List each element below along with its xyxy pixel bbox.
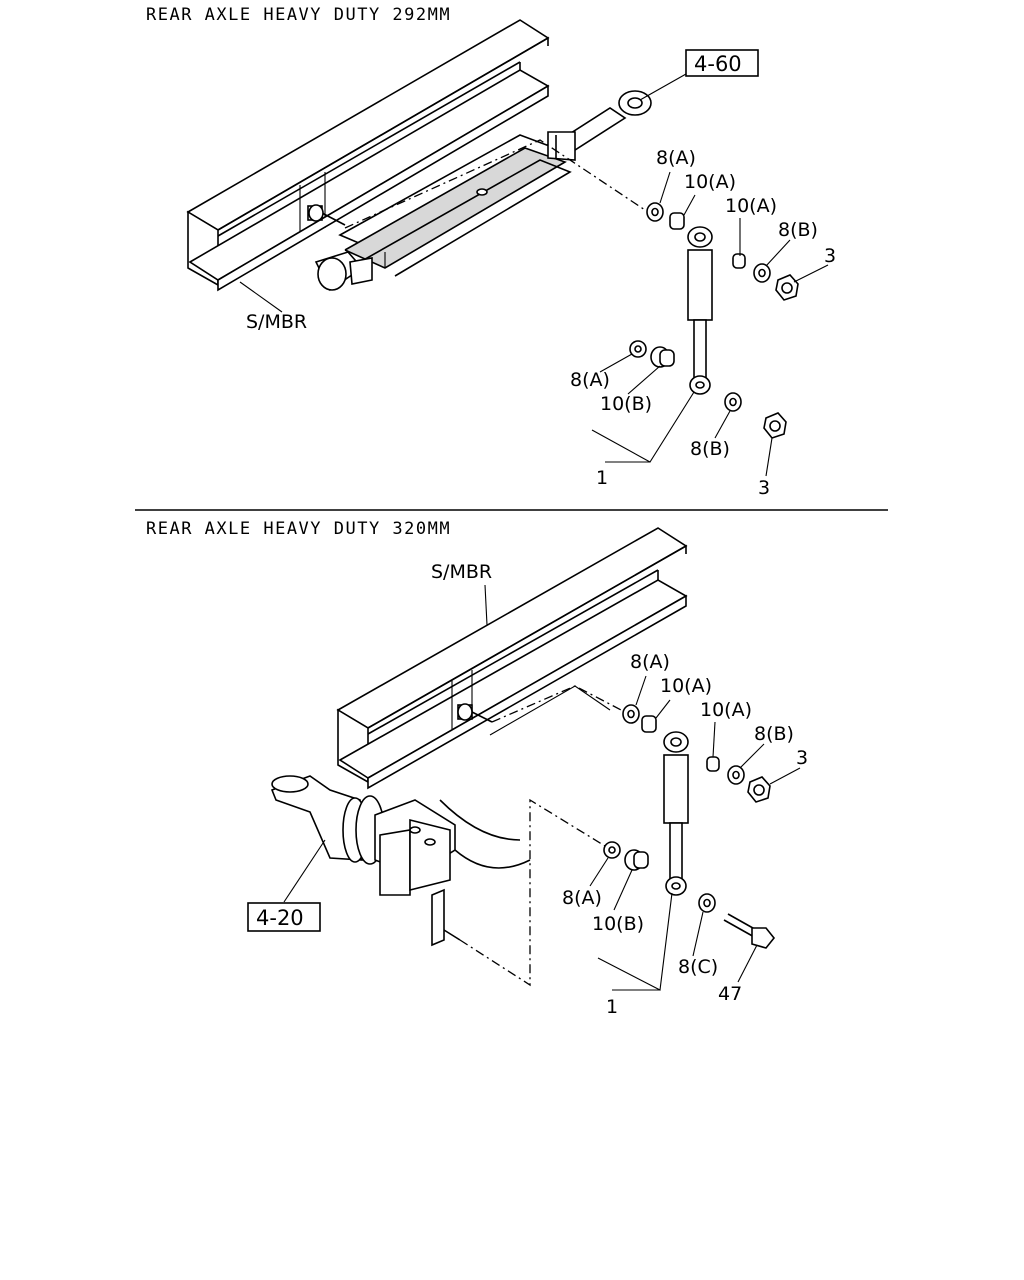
leader-dash-upper bbox=[491, 685, 626, 723]
leader-lines bbox=[239, 73, 829, 477]
callout-3-upper: 3 bbox=[796, 747, 808, 769]
callout-8a-upper: 8(A) bbox=[656, 147, 696, 169]
upper-hardware bbox=[646, 202, 799, 301]
section-320mm: REAR AXLE HEAVY DUTY 320MM bbox=[146, 519, 808, 1018]
lower-hardware bbox=[629, 340, 787, 439]
ref-box-frame bbox=[247, 902, 321, 932]
member-label: S/MBR bbox=[431, 561, 492, 583]
callout-10b-lower: 10(B) bbox=[592, 913, 644, 935]
leader-dash bbox=[344, 139, 646, 229]
ref-box[interactable]: 4-20 bbox=[256, 906, 304, 930]
callout-8b-upper: 8(B) bbox=[778, 219, 818, 241]
callout-10a-upper-right: 10(A) bbox=[700, 699, 752, 721]
leader-dash bbox=[459, 798, 606, 987]
upper-hardware bbox=[622, 704, 771, 803]
leader-lines bbox=[283, 584, 801, 991]
callout-10a-upper-right: 10(A) bbox=[725, 195, 777, 217]
side-member bbox=[186, 19, 550, 292]
callout-10a-upper-left: 10(A) bbox=[660, 675, 712, 697]
member-label: S/MBR bbox=[246, 311, 307, 333]
lower-hardware bbox=[603, 841, 776, 949]
callout-8a-upper: 8(A) bbox=[630, 651, 670, 673]
callout-3-lower: 3 bbox=[758, 477, 770, 499]
ref-box-frame bbox=[685, 49, 759, 77]
callout-8b-lower: 8(B) bbox=[690, 438, 730, 460]
callout-8a-lower: 8(A) bbox=[562, 887, 602, 909]
shock-absorber bbox=[663, 731, 689, 896]
callout-10b-lower: 10(B) bbox=[600, 393, 652, 415]
leaf-spring bbox=[314, 90, 652, 292]
section-292mm: REAR AXLE HEAVY DUTY 292MM bbox=[146, 5, 836, 499]
ref-box[interactable]: 4-60 bbox=[694, 52, 742, 76]
callout-10a-upper-left: 10(A) bbox=[684, 171, 736, 193]
callout-3-upper: 3 bbox=[824, 245, 836, 267]
frame-bracket bbox=[457, 703, 493, 723]
callout-8c-lower: 8(C) bbox=[678, 956, 718, 978]
callout-8a-lower: 8(A) bbox=[570, 369, 610, 391]
shock-absorber bbox=[687, 226, 713, 395]
callout-1: 1 bbox=[606, 996, 618, 1018]
axle-housing bbox=[270, 775, 531, 947]
callout-8b-upper: 8(B) bbox=[754, 723, 794, 745]
section-title: REAR AXLE HEAVY DUTY 320MM bbox=[146, 519, 451, 539]
callout-1: 1 bbox=[596, 467, 608, 489]
callout-47: 47 bbox=[718, 983, 742, 1005]
section-title: REAR AXLE HEAVY DUTY 292MM bbox=[146, 5, 451, 25]
frame-bracket bbox=[307, 204, 346, 226]
side-member bbox=[336, 527, 688, 790]
